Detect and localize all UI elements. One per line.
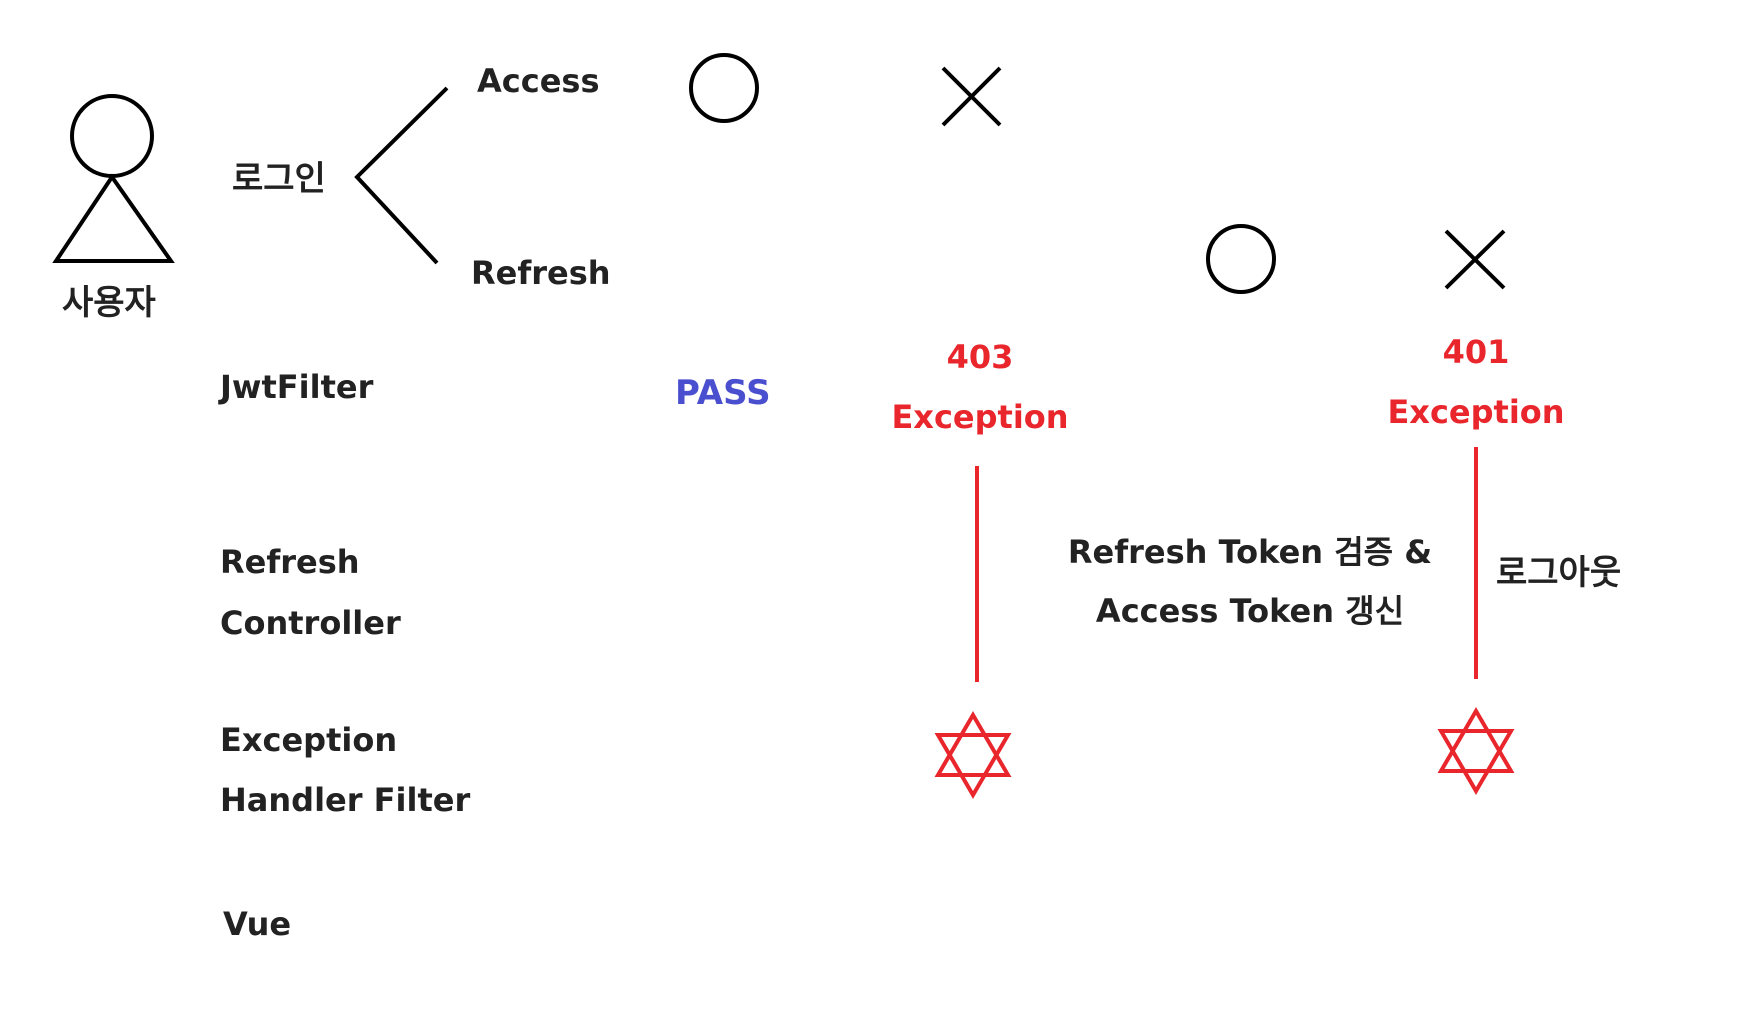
- refresh-branch-label: Refresh: [471, 254, 611, 292]
- pass-label: PASS: [675, 373, 771, 413]
- exception-handler-filter-label-line2: Handler Filter: [220, 781, 471, 819]
- user-figure-icon: [52, 94, 175, 263]
- refresh-controller-label-line2: Controller: [220, 604, 401, 642]
- refresh-controller-label-line1: Refresh: [220, 543, 360, 581]
- refresh-valid-circle-icon: [1206, 224, 1276, 294]
- exception-403-label: Exception: [891, 398, 1069, 436]
- access-token-renew-text: Access Token 갱신: [1095, 592, 1405, 630]
- exception-handler-filter-label-line1: Exception: [220, 721, 398, 759]
- access-branch-label: Access: [477, 62, 600, 100]
- refresh-invalid-x-icon: [1444, 229, 1506, 290]
- refresh-token-verify-text: Refresh Token 검증 &: [1067, 533, 1433, 571]
- jwt-filter-label: JwtFilter: [220, 368, 374, 406]
- exception-401-label: Exception: [1387, 393, 1565, 431]
- access-valid-circle-icon: [689, 53, 759, 123]
- logout-label: 로그아웃: [1496, 553, 1622, 593]
- login-branch-lines: [354, 86, 449, 265]
- login-label: 로그인: [232, 159, 326, 199]
- exception-403-star-icon: [934, 711, 1012, 799]
- vue-label: Vue: [223, 905, 292, 943]
- user-label: 사용자: [62, 283, 156, 323]
- exception-401-star-icon: [1437, 707, 1515, 795]
- access-invalid-x-icon: [941, 66, 1002, 127]
- exception-401-code: 401: [1442, 333, 1510, 371]
- exception-403-code: 403: [946, 338, 1014, 376]
